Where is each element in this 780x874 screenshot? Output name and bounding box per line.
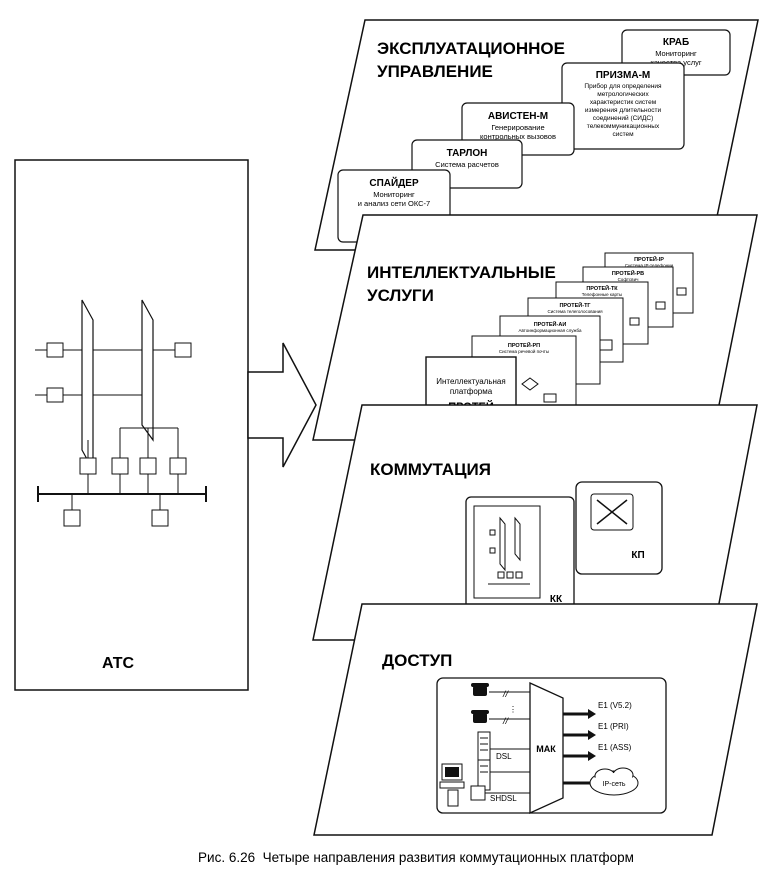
card-spider-name: СПАЙДЕР [369,176,419,189]
svg-text:систем: систем [612,131,634,138]
kp-box: КП [575,481,663,575]
kk-box: КК [465,496,575,614]
e1-ass-label: E1 (ASS) [598,743,632,752]
ats-panel [14,159,249,691]
svg-text:соединений (СИДС): соединений (СИДС) [593,114,654,122]
front-line1: Интеллектуальная [436,377,505,386]
svg-text:Телефонные карты: Телефонные карты [582,292,622,297]
dsl-label: DSL [496,752,512,761]
front-line2: платформа [450,387,493,396]
svg-text:Мониторинг: Мониторинг [373,190,415,199]
svg-text:ПРОТЕЙ-РП: ПРОТЕЙ-РП [508,341,540,349]
svg-text:метрологических: метрологических [597,91,649,98]
access-scheme: // // ⋮ DSL SHDSL МАК [436,677,667,815]
svg-text:Система расчетов: Система расчетов [435,160,499,169]
operation-title-line1: ЭКСПЛУАТАЦИОННОЕ [377,39,565,58]
card-prizma: ПРИЗМА-М Прибор для определения метролог… [561,62,685,150]
switching-title: КОММУТАЦИЯ [370,460,491,479]
services-title-line2: УСЛУГИ [367,286,434,305]
card-krab-name: КРАБ [663,37,689,48]
operation-title-line2: УПРАВЛЕНИЕ [377,62,493,81]
svg-text:⋮: ⋮ [509,705,517,714]
svg-text://: // [502,689,510,699]
svg-text:Система телеголосования: Система телеголосования [547,309,603,314]
svg-text:Генерирование: Генерирование [491,123,544,132]
computer-icon [439,763,465,807]
figure-caption: Рис. 6.26 Четыре направления развития ко… [198,850,634,865]
e1-pri-label: E1 (PRI) [598,722,629,731]
card-prizma-name: ПРИЗМА-М [596,70,651,81]
svg-text:ПРОТЕЙ-АИ: ПРОТЕЙ-АИ [534,320,567,328]
svg-text:измерения длительности: измерения длительности [585,107,662,114]
svg-text:телекоммуникационных: телекоммуникационных [587,123,660,130]
svg-text://: // [502,716,510,726]
svg-text:ПРОТЕЙ-ТГ: ПРОТЕЙ-ТГ [559,301,591,309]
ats-label: АТС [102,655,135,672]
card-tarlon-name: ТАРЛОН [447,148,488,159]
svg-text:Софтсвич: Софтсвич [618,277,640,282]
svg-text:ПРОТЕЙ-IP: ПРОТЕЙ-IP [634,255,664,263]
ip-network-cloud: IP-сеть [589,767,639,796]
ip-net-label: IP-сеть [603,781,626,788]
svg-text:Система IP-телефонии: Система IP-телефонии [625,263,674,268]
access-title: ДОСТУП [382,651,452,670]
svg-text:контрольных вызовов: контрольных вызовов [480,132,556,141]
direction-arrow [247,342,317,468]
svg-text:ПРОТЕЙ-ТК: ПРОТЕЙ-ТК [586,284,618,292]
kp-label: КП [631,550,644,561]
services-title-line1: ИНТЕЛЛЕКТУАЛЬНЫЕ [367,263,556,282]
shdsl-label: SHDSL [490,794,517,803]
svg-text:Прибор для определения: Прибор для определения [584,82,662,90]
card-avisten-name: АВИСТЕН-М [488,111,548,122]
phone-icon [471,683,489,696]
svg-text:Автоинформационная служба: Автоинформационная служба [518,328,582,333]
svg-text:и анализ сети ОКС-7: и анализ сети ОКС-7 [358,199,430,208]
mak-label: МАК [536,744,556,754]
phone-icon [471,710,489,723]
kk-label: КК [550,594,563,605]
svg-text:ПРОТЕЙ-РВ: ПРОТЕЙ-РВ [612,269,644,277]
card-krab-desc-1: Мониторинг [655,49,697,58]
e1-v52-label: E1 (V5.2) [598,701,632,710]
svg-text:Система речевой почты: Система речевой почты [499,348,549,354]
mak-multiplexer [529,681,564,815]
svg-text:характеристик систем: характеристик систем [590,99,657,106]
